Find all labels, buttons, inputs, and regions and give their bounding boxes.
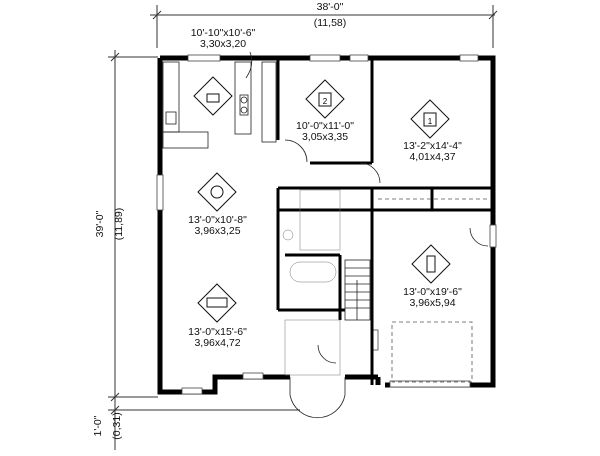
svg-text:1: 1 bbox=[428, 117, 433, 126]
overall-width-imperial: 38'-0" bbox=[316, 1, 344, 13]
dimension-lines bbox=[108, 5, 498, 450]
dining-label: 13'-0"x10'-8" 3,96x3,25 bbox=[188, 214, 247, 237]
bed-1-icon bbox=[410, 99, 450, 139]
living-label: 13'-0"x15'-6" 3,96x4,72 bbox=[188, 326, 247, 349]
offset-metric: (0,31) bbox=[111, 412, 123, 440]
kitchen-counters bbox=[162, 61, 277, 149]
interior-walls bbox=[276, 58, 493, 385]
overall-depth-metric: (11,89) bbox=[113, 207, 125, 241]
kitchen-label: 10'-10"x10'-6" 3,30x3,20 bbox=[190, 27, 256, 50]
bed-2-icon bbox=[305, 79, 345, 119]
sofa-icon bbox=[197, 283, 237, 323]
bedroom-1-label: 13'-2"x14'-4" 4,01x4,37 bbox=[403, 140, 462, 163]
bedroom-2-label: 10'-0"x11'-0" 3,05x3,35 bbox=[296, 120, 354, 143]
stairs bbox=[344, 259, 371, 321]
windows bbox=[156, 54, 497, 395]
overall-width-metric: (11,58) bbox=[313, 17, 347, 29]
doors bbox=[284, 139, 489, 419]
cooking-pot-icon bbox=[193, 76, 233, 116]
car-icon bbox=[411, 244, 451, 284]
svg-text:2: 2 bbox=[323, 97, 328, 106]
room-icon-diamonds bbox=[193, 76, 451, 323]
overall-depth-imperial: 39'-0" bbox=[94, 210, 106, 238]
garage-label: 13'-0"x19'-6" 3,96x5,94 bbox=[403, 286, 462, 309]
offset-imperial: 1'-0" bbox=[92, 415, 104, 437]
plate-cutlery-icon bbox=[197, 172, 237, 212]
